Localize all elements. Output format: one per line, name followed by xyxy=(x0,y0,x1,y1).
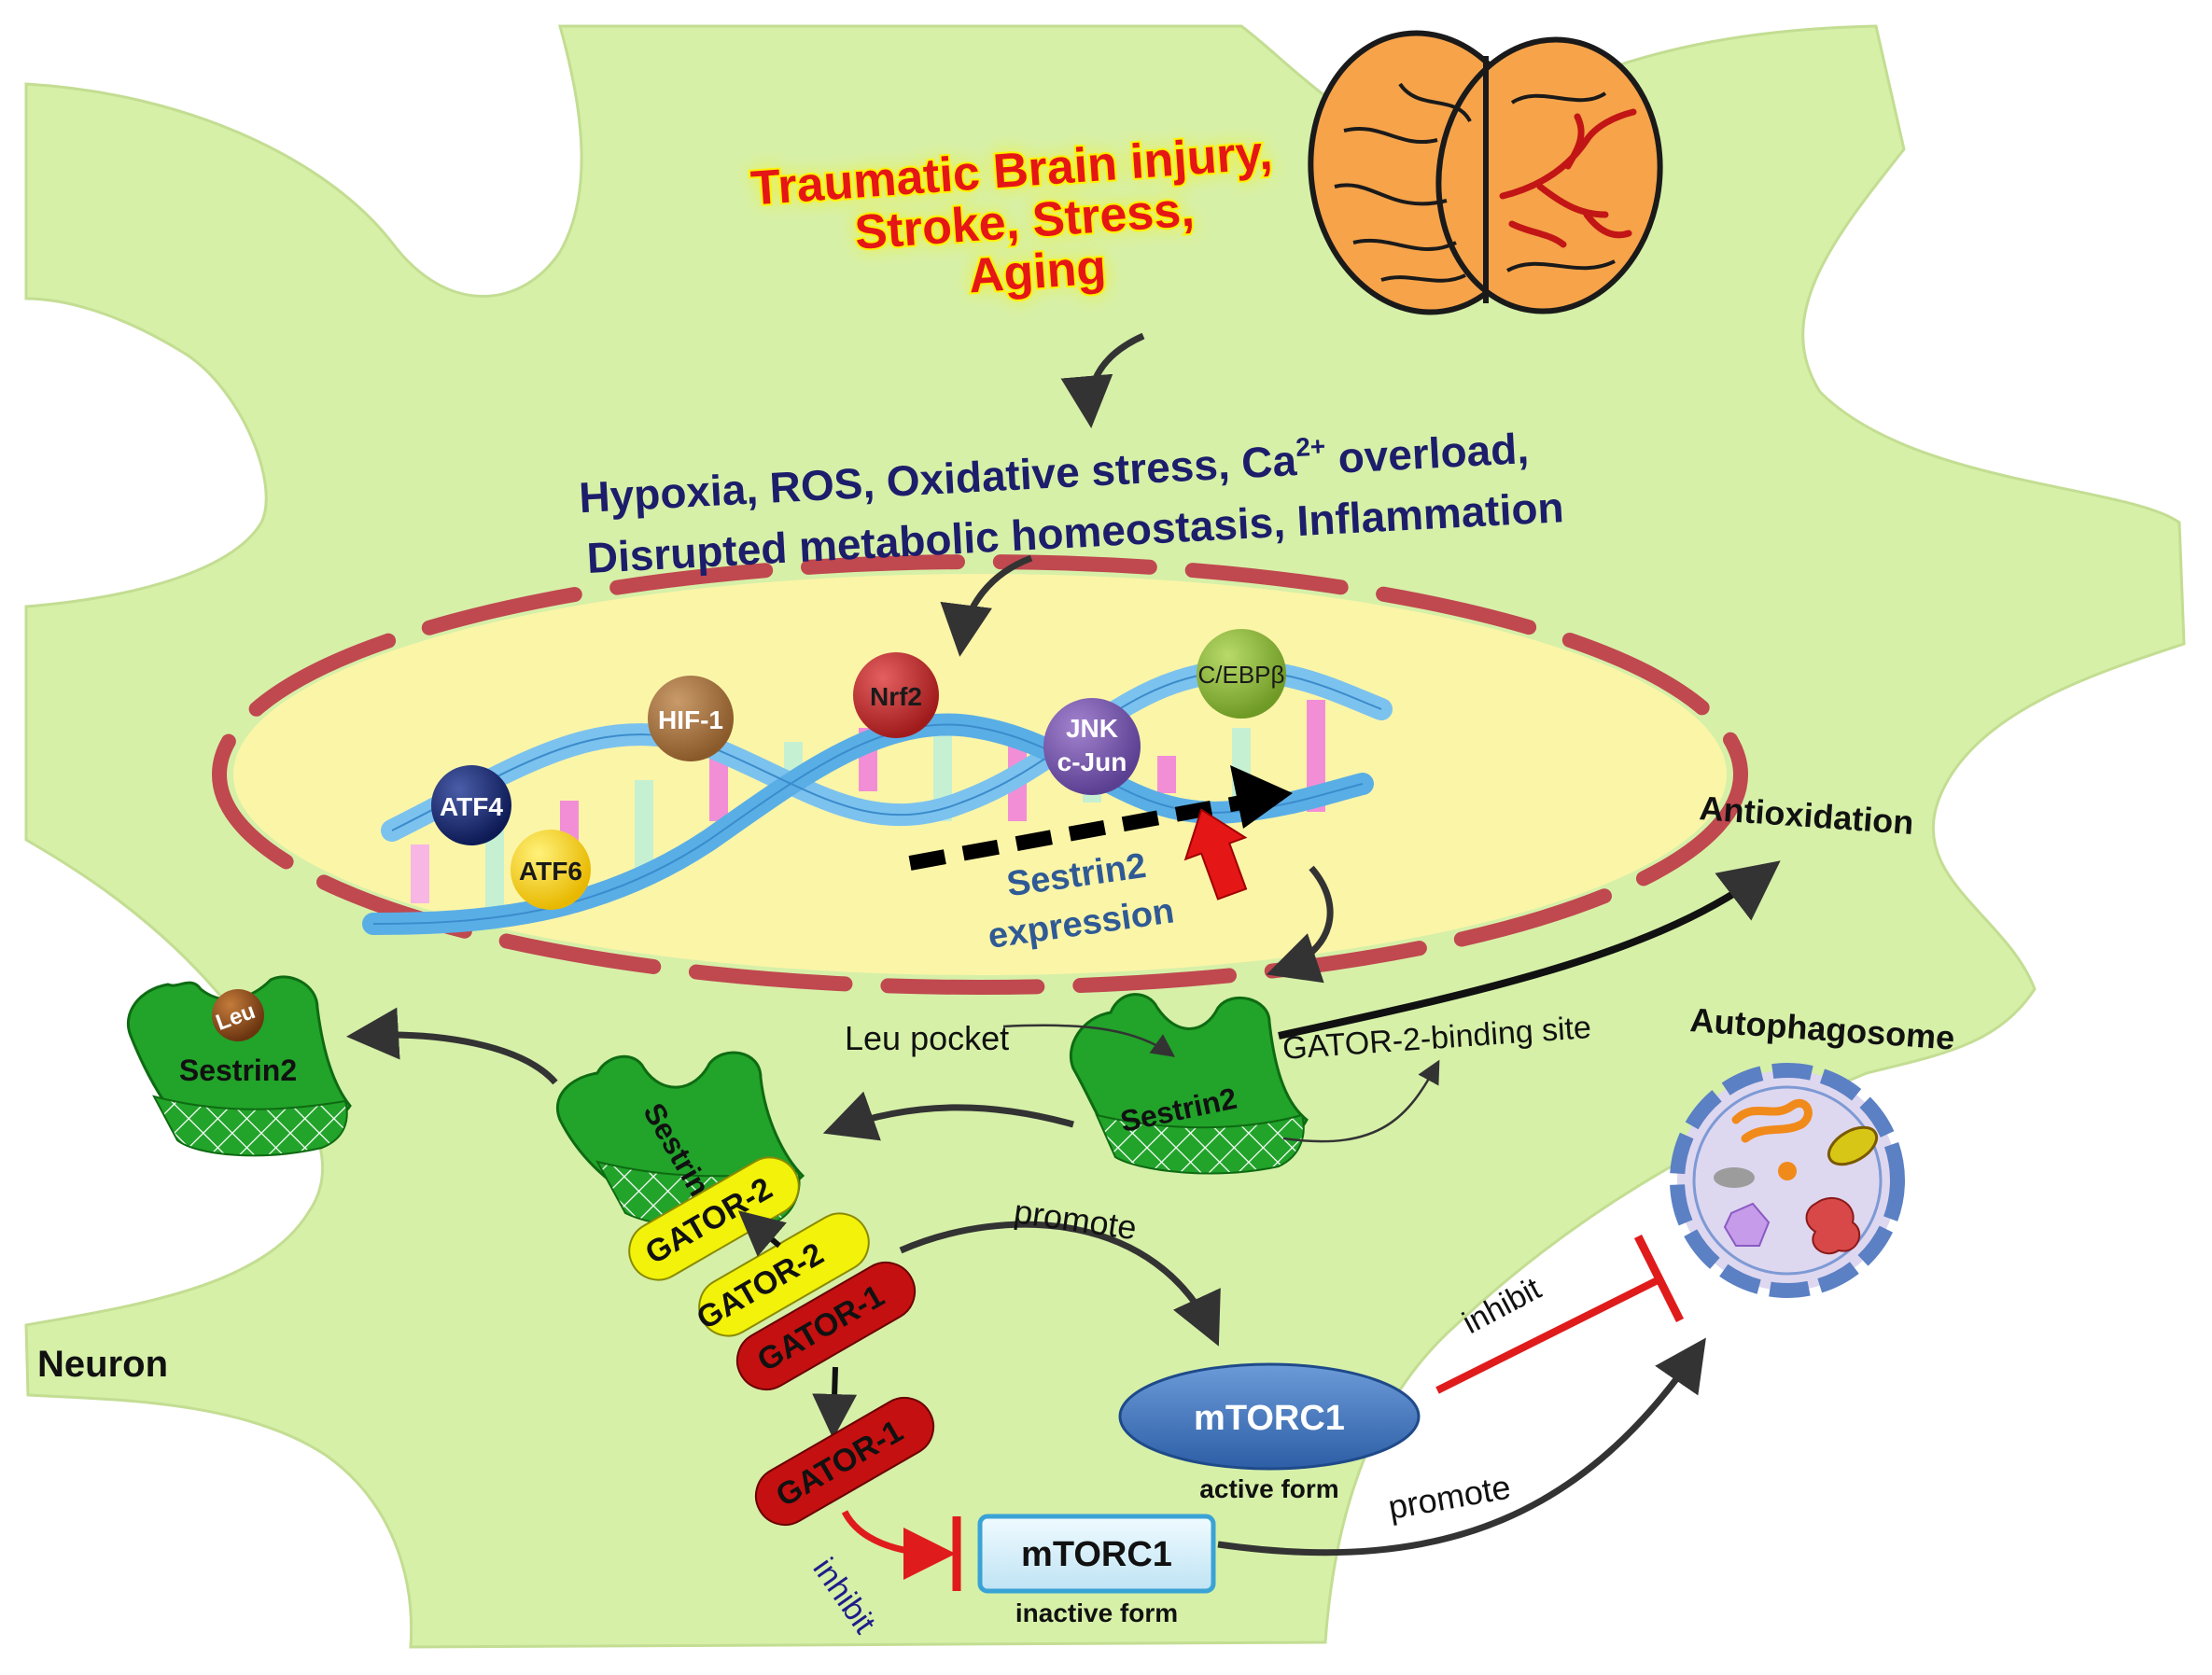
brain-icon xyxy=(1308,30,1663,315)
sestrin2-leu-label: Sestrin2 xyxy=(179,1054,297,1087)
arrow-sestrin2-to-gator2-complex xyxy=(822,1091,1074,1141)
nrf2-label: Nrf2 xyxy=(870,682,922,711)
arrow-complex-to-gator1 xyxy=(812,1366,858,1439)
promote-arrow-to-mtorc1-active xyxy=(899,1221,1221,1347)
arrow-trigger-to-stressors xyxy=(1060,332,1145,428)
trigger-line3: Aging xyxy=(967,240,1108,303)
cjun-label: c-Jun xyxy=(1057,747,1127,776)
gator2-binding-site-pointer xyxy=(1282,1059,1440,1143)
promote-arrow-to-autophagosome xyxy=(1217,1337,1706,1556)
mtorc1-inactive: mTORC1 inactive form xyxy=(977,1514,1216,1627)
mtorc1-inactive-name: mTORC1 xyxy=(1021,1535,1172,1574)
nucleus xyxy=(233,574,1727,975)
hif1-label: HIF-1 xyxy=(658,705,723,734)
inhibit-bar-autophagosome xyxy=(1633,1234,1685,1323)
trigger-glow-line3: Aging xyxy=(967,240,1108,303)
atf6-label: ATF6 xyxy=(519,857,582,886)
sestrin2-expression-arrowhead xyxy=(1230,765,1293,829)
atf4-factor: ATF4 xyxy=(431,765,511,845)
stressors-line1-b: overload, xyxy=(1324,424,1530,482)
cebpb-factor: C/EBPβ xyxy=(1197,629,1286,719)
atf6-factor: ATF6 xyxy=(511,830,591,910)
stressors-line1-sup: 2+ xyxy=(1295,431,1326,462)
promote-bottom-label: promote xyxy=(1385,1468,1513,1527)
sestrin2-gator2-complex: Sestrin2 GATOR-2 xyxy=(555,1051,805,1281)
upregulation-arrow xyxy=(1183,808,1248,900)
mtorc1-active-name: mTORC1 xyxy=(1194,1399,1345,1438)
atf4-label: ATF4 xyxy=(440,792,503,821)
arrow-to-antioxidation xyxy=(1278,860,1781,1040)
leu-pocket-label: Leu pocket xyxy=(845,1019,1009,1057)
neuron-label: Neuron xyxy=(37,1344,168,1385)
arrow-nucleus-to-sestrin2 xyxy=(1266,865,1334,984)
jnk-label: JNK xyxy=(1066,714,1118,743)
nrf2-factor: Nrf2 xyxy=(853,652,939,738)
leu-pocket-pointer xyxy=(1002,1024,1176,1057)
mtorc1-inactive-state: inactive form xyxy=(1015,1598,1178,1627)
autophagosome-icon xyxy=(1670,1063,1905,1298)
inhibit-line-mtorc1-to-autophagosome xyxy=(1435,1275,1663,1394)
jnk-cjun-factor: JNK c-Jun xyxy=(1043,698,1141,795)
cebpb-label: C/EBPβ xyxy=(1198,661,1285,689)
nuclear-membrane xyxy=(212,554,1748,995)
mtorc1-active: mTORC1 active form xyxy=(1118,1362,1421,1503)
inhibit-arrow-gator1-to-mtorc1 xyxy=(841,1510,956,1580)
mtorc1-active-state: active form xyxy=(1199,1474,1338,1503)
sestrin2-leu-bound: Leu Sestrin2 xyxy=(126,975,352,1157)
arrow-stressors-to-nucleus xyxy=(940,554,1033,657)
arrow-complex-to-sestrin2-gator2 xyxy=(737,1210,787,1257)
arrow-complex-to-leu-bound xyxy=(346,1007,558,1085)
hif1-factor: HIF-1 xyxy=(648,676,734,761)
sestrin2-expression-arrow xyxy=(908,795,1243,871)
